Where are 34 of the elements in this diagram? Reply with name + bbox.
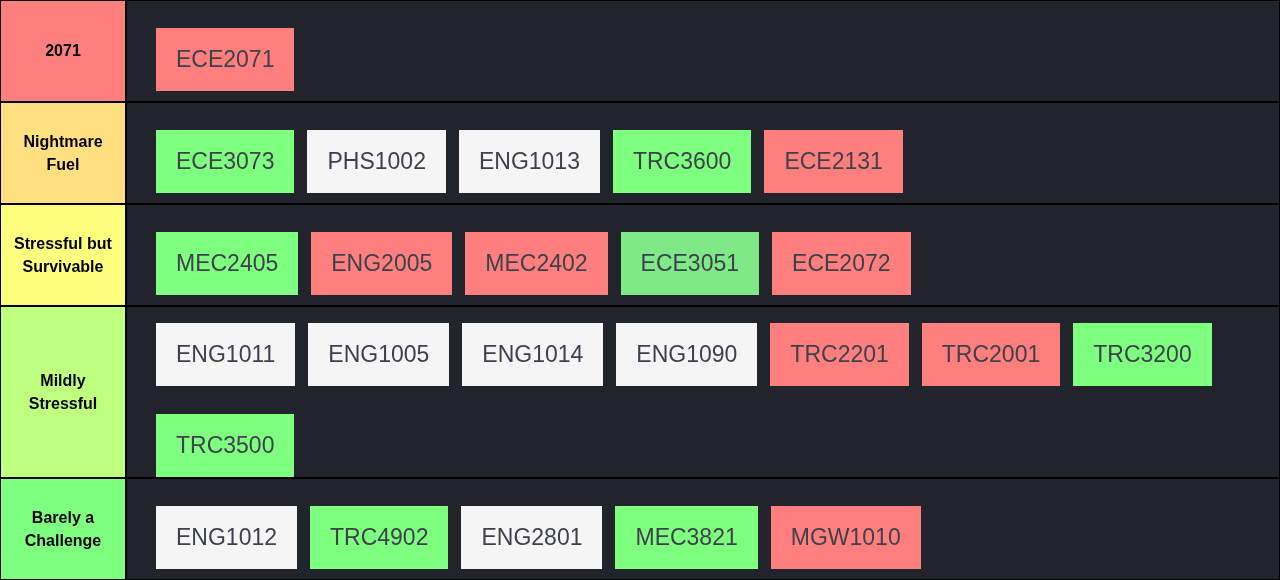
- course-tile: ENG2801: [461, 505, 603, 569]
- tier-label: Nightmare Fuel: [1, 103, 127, 203]
- course-tile: ENG1005: [308, 323, 450, 386]
- course-tile: ECE2131: [764, 129, 903, 193]
- tier-row: [1, 307, 1279, 477]
- tier-label: Barely a Challenge: [1, 479, 127, 579]
- course-tile: ENG1011: [156, 323, 296, 386]
- tier-row: [1, 205, 1279, 305]
- course-tile: ENG1013: [458, 129, 600, 193]
- course-tile: MEC3821: [615, 505, 758, 569]
- tier-label: 2071: [1, 1, 127, 101]
- course-tile: ENG2005: [311, 231, 453, 295]
- tier-row: [1, 1, 1279, 101]
- course-tile: TRC3600: [612, 129, 752, 193]
- course-tile: PHS1002: [307, 129, 446, 193]
- course-tile: MEC2405: [156, 231, 299, 295]
- course-tile: TRC3200: [1073, 323, 1212, 386]
- course-tile: ECE3073: [156, 129, 295, 193]
- tier-row: [1, 479, 1279, 579]
- course-tile: ENG1014: [462, 323, 604, 386]
- course-tile: ENG1012: [156, 505, 297, 569]
- course-tile: ENG1090: [616, 323, 758, 386]
- tier-label: Stressful but Survivable: [1, 205, 127, 305]
- tier-label: Mildly Stressful: [1, 307, 127, 477]
- course-tile: ECE2072: [772, 231, 911, 295]
- course-tile: TRC2001: [921, 323, 1061, 386]
- course-tile: MEC2402: [465, 231, 608, 295]
- course-tile: MGW1010: [770, 505, 921, 569]
- course-tile: TRC2201: [770, 323, 909, 386]
- course-tile: ECE2071: [156, 27, 295, 91]
- course-tile: ECE3051: [620, 231, 760, 295]
- tier-row: [1, 103, 1279, 203]
- course-tile: TRC4902: [310, 505, 449, 569]
- course-tile: TRC3500: [156, 414, 295, 477]
